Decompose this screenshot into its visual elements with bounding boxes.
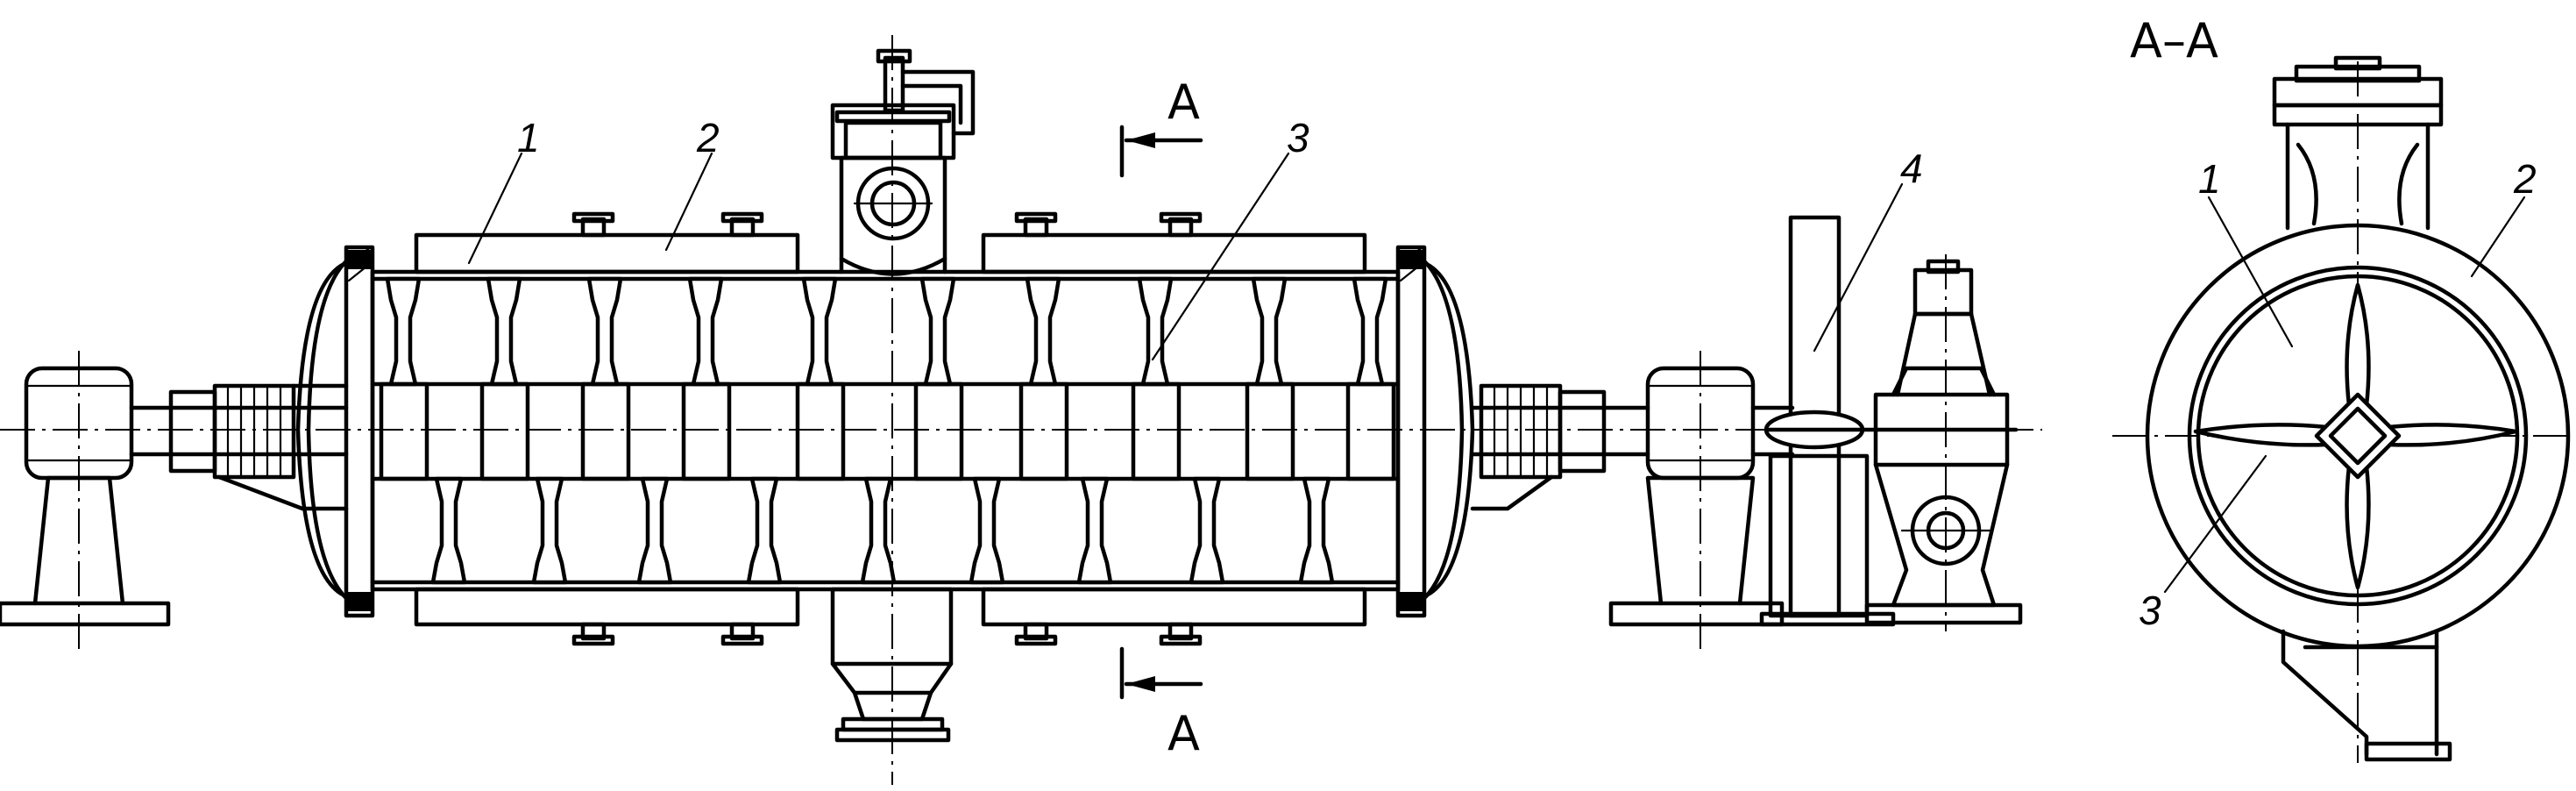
right-shaft (1470, 383, 1650, 511)
lower-paddles (430, 476, 1335, 585)
paddle-hubs (379, 381, 1396, 481)
callout-4: 4 (1900, 146, 1923, 191)
gearbox (1860, 259, 2023, 625)
callout-1: 1 (517, 115, 540, 160)
section-callouts: 1 2 3 (2139, 156, 2537, 633)
section-callout-1: 1 (2198, 156, 2221, 202)
discharge-outlet (830, 587, 954, 743)
upper-jacket-left (414, 211, 800, 274)
section-title: A–A (2130, 13, 2218, 68)
front-callouts: 1 2 3 4 (467, 115, 1923, 361)
upper-jacket-right (981, 211, 1367, 274)
section-callout-2: 2 (2513, 156, 2537, 202)
right-end-cover (1395, 245, 1475, 618)
cut-marker-bottom-label: A (1167, 706, 1200, 761)
lower-jacket-right (981, 587, 1367, 646)
drive-coupling (1759, 215, 1896, 627)
cut-marker-top-label: A (1167, 75, 1200, 130)
front-view: A A 1 2 3 4 (0, 35, 2042, 785)
upper-paddles (385, 276, 1388, 387)
section-inlet (2272, 55, 2444, 231)
cross-paddle (2193, 282, 2518, 590)
left-end-cover (295, 245, 375, 618)
callout-3: 3 (1287, 115, 1309, 160)
callout-2: 2 (696, 115, 720, 160)
section-view: A–A (2112, 13, 2571, 763)
section-outlet (2281, 629, 2452, 762)
section-cut-bottom: A (1119, 646, 1203, 761)
section-callout-3: 3 (2139, 588, 2161, 633)
left-shaft (129, 383, 349, 511)
inner-shell-outer (2187, 265, 2529, 607)
section-cut-top: A (1119, 75, 1203, 178)
inner-shell-inner (2196, 274, 2520, 598)
feed-inlet (830, 48, 976, 276)
lower-jacket-left (414, 587, 800, 646)
left-bearing-support (0, 366, 171, 627)
